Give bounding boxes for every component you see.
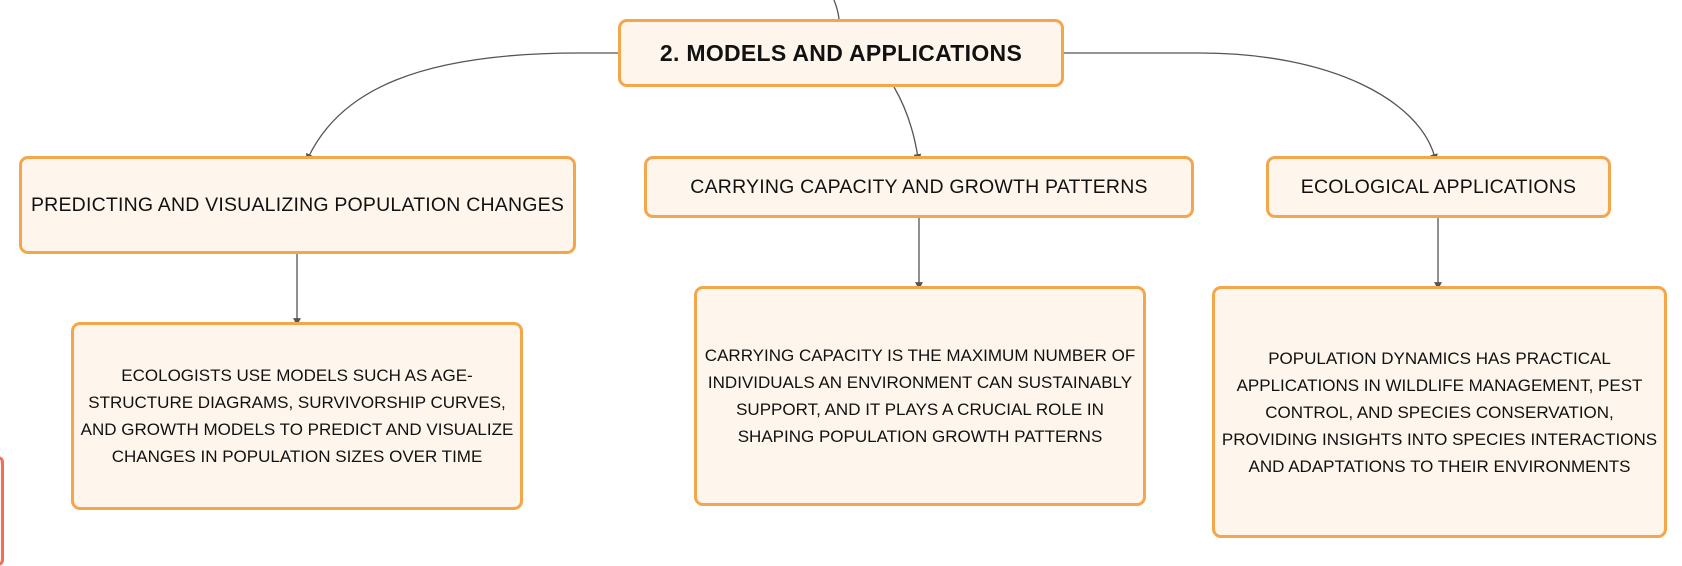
branch-node-label: CARRYING CAPACITY AND GROWTH PATTERNS [690, 175, 1148, 198]
connector-incoming [833, 0, 840, 20]
root-node-label: 2. MODELS AND APPLICATIONS [659, 39, 1023, 66]
detail-node-text: POPULATION DYNAMICS HAS PRACTICAL APPLIC… [1221, 348, 1658, 476]
detail-node-predicting[interactable]: ECOLOGISTS USE MODELS SUCH AS AGE-STRUCT… [71, 322, 523, 510]
connector-root-to-branch-1 [306, 52, 618, 162]
detail-node-carrying-capacity[interactable]: CARRYING CAPACITY IS THE MAXIMUM NUMBER … [694, 286, 1146, 506]
offscreen-node-edge [0, 456, 4, 566]
connector-root-to-branch-3 [1064, 52, 1438, 162]
branch-node-predicting[interactable]: PREDICTING AND VISUALIZING POPULATION CH… [19, 156, 576, 254]
detail-node-ecological-applications[interactable]: POPULATION DYNAMICS HAS PRACTICAL APPLIC… [1212, 286, 1667, 538]
root-node[interactable]: 2. MODELS AND APPLICATIONS [618, 19, 1064, 87]
branch-node-ecological-applications[interactable]: ECOLOGICAL APPLICATIONS [1266, 156, 1611, 218]
branch-node-label: ECOLOGICAL APPLICATIONS [1300, 175, 1577, 198]
connector-root-to-branch-2 [893, 86, 922, 162]
detail-node-text: ECOLOGISTS USE MODELS SUCH AS AGE-STRUCT… [80, 366, 514, 466]
branch-node-label: PREDICTING AND VISUALIZING POPULATION CH… [30, 193, 565, 216]
branch-node-carrying-capacity[interactable]: CARRYING CAPACITY AND GROWTH PATTERNS [644, 156, 1194, 218]
detail-node-text: CARRYING CAPACITY IS THE MAXIMUM NUMBER … [704, 346, 1136, 446]
